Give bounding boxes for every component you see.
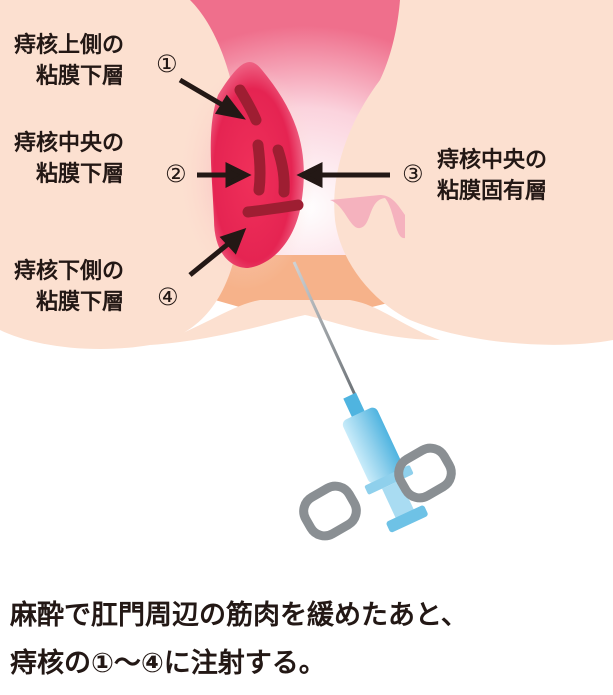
label-lower-line2: 粘膜下層	[36, 290, 125, 315]
label-upper: 痔核上側の 粘膜下層	[14, 30, 124, 92]
caption-line2: 痔核の①～④に注射する。	[10, 648, 326, 679]
marker-2: ②	[165, 160, 187, 188]
injection-site-2b	[272, 144, 290, 198]
marker-3: ③	[402, 160, 424, 188]
injection-site-2a	[252, 139, 266, 196]
label-center-line1: 痔核中央の	[14, 131, 125, 156]
label-lamina-line1: 痔核中央の	[437, 148, 548, 173]
label-lower: 痔核下側の 粘膜下層	[14, 256, 124, 318]
perineum	[150, 300, 440, 345]
label-upper-line1: 痔核上側の	[14, 33, 125, 58]
injection-site-4	[242, 199, 304, 218]
label-lower-line1: 痔核下側の	[14, 259, 125, 284]
label-upper-line2: 粘膜下層	[36, 64, 125, 89]
injection-site-1	[234, 84, 262, 126]
finger-ring-right	[394, 443, 456, 503]
mucosa-drip	[330, 195, 405, 239]
syringe	[342, 392, 428, 533]
finger-ring-left	[299, 481, 361, 541]
marker-1: ①	[156, 50, 178, 78]
label-lamina-line2: 粘膜固有層	[437, 179, 548, 204]
left-buttock	[0, 0, 243, 350]
anatomy-diagram	[0, 0, 613, 541]
needle	[292, 261, 357, 396]
arrow-1	[178, 77, 228, 110]
caption-line1: 麻酔で肛門周辺の筋肉を緩めたあと、	[10, 600, 468, 631]
arrow-4	[188, 242, 230, 277]
label-center-line2: 粘膜下層	[36, 162, 125, 187]
label-center: 痔核中央の 粘膜下層	[14, 128, 124, 190]
right-buttock	[334, 0, 613, 345]
marker-4: ④	[157, 283, 179, 311]
label-lamina: 痔核中央の 粘膜固有層	[437, 145, 547, 207]
